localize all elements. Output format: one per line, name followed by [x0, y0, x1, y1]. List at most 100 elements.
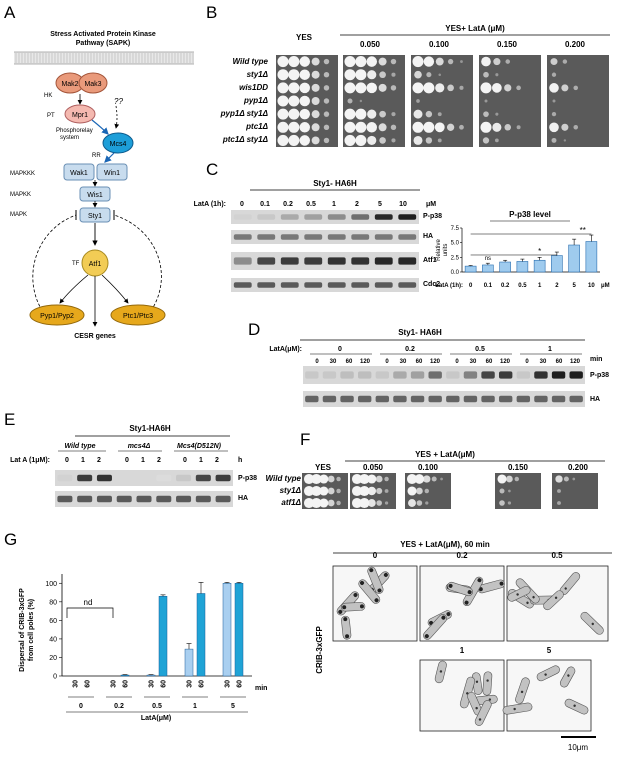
c-chart-xtick-label: 0.1 — [484, 283, 493, 289]
panel-b-spot-assay: YES YES+ LatA (μM) 0.050 0.100 0.150 0.2… — [220, 24, 610, 147]
e-title: Sty1-HA6H — [129, 424, 171, 433]
c-lane-0.2: 0.2 — [283, 201, 293, 208]
d-time: 0 — [455, 359, 459, 365]
d-time: 0 — [315, 359, 319, 365]
g-chart-time-label: 30 — [111, 680, 118, 688]
ptc1-ptc3-node — [110, 304, 166, 326]
c-chart-bar — [499, 261, 511, 273]
pyp-label: Pyp1/Pyp2 — [40, 313, 74, 320]
g-side-label: CRIB-3xGFP — [315, 626, 324, 674]
d-time: 60 — [346, 359, 353, 365]
e-lane: 1 — [199, 457, 203, 464]
g-img-title: YES + LatA(μM), 60 min — [400, 540, 490, 549]
micrograph-0 — [332, 565, 418, 642]
g-chart-ytick-label: 40 — [49, 636, 57, 643]
c-band-pp38: P-p38 — [423, 213, 442, 220]
c-blot-ha — [231, 230, 419, 244]
d-time: 120 — [500, 359, 511, 365]
c-chart-xtick-label: 0.2 — [501, 283, 510, 289]
panel-g-chart: Dispersal of CRIB-3xGFP from cell poles … — [19, 574, 267, 722]
e-blot-ha — [55, 491, 233, 507]
g-xlabel: LatA(μM) — [141, 715, 171, 722]
mapk-label: MAPK — [10, 212, 27, 218]
wak1-node — [63, 163, 95, 181]
mak3-node — [78, 72, 108, 94]
c-band-cdc2: Cdc2 — [423, 281, 440, 288]
c-lata-label: LatA (1h): — [194, 201, 226, 208]
b-conc-3: 0.150 — [497, 40, 518, 49]
c-title: Sty1- HA6H — [313, 179, 357, 188]
pyp1-pyp2-node — [29, 304, 85, 326]
micrograph-0.5 — [506, 565, 609, 642]
c-lane-5: 5 — [378, 201, 382, 208]
system-label: system — [60, 135, 79, 141]
hk-label: HK — [44, 93, 52, 99]
wak1-label: Wak1 — [70, 170, 88, 177]
cell — [474, 700, 492, 726]
c-lane-1: 1 — [332, 201, 336, 208]
b-plate-2 — [343, 55, 405, 147]
e-lane: 0 — [183, 457, 187, 464]
f-yes-header: YES — [315, 463, 332, 472]
c-chart-ytick-label: 0.0 — [451, 270, 460, 276]
g-chart-time-label: 60 — [161, 680, 168, 688]
pathway-diagram: Stress Activated Protein Kinase Pathway … — [10, 31, 194, 340]
d-band-ha: HA — [590, 396, 600, 403]
e-geno-1: Wild type — [64, 443, 95, 450]
g-chart-ytick-label: 60 — [49, 618, 57, 625]
c-chart-xtick-label: 0.5 — [518, 283, 527, 289]
d-time: 0 — [385, 359, 389, 365]
mak3-label: Mak3 — [84, 81, 101, 88]
d-time: 30 — [330, 359, 337, 365]
membrane — [14, 51, 194, 65]
b-strain-1: Wild type — [233, 57, 269, 66]
cell — [434, 660, 447, 684]
c-chart-unit: μM — [601, 283, 610, 289]
b-plate-1 — [276, 55, 338, 147]
c-chart-ylabel-2: units — [443, 244, 449, 257]
d-time: 120 — [360, 359, 371, 365]
f-lata-header: YES + LatA(μM) — [415, 450, 475, 459]
c-lane-10: 10 — [399, 201, 407, 208]
g-chart-group-label: 5 — [231, 703, 235, 710]
sty1-label: Sty1 — [88, 213, 102, 220]
b-yes-header: YES — [296, 33, 313, 42]
wis1-label: Wis1 — [87, 192, 103, 199]
d-time: 60 — [486, 359, 493, 365]
g-nd-label: nd — [84, 598, 93, 607]
f-plate-1 — [302, 473, 348, 509]
g-chart-ytick-label: 20 — [49, 655, 57, 662]
micrograph-label: 5 — [547, 646, 552, 655]
panel-e: Sty1-HA6H Wild type mcs4Δ Mcs4(D512N) La… — [10, 424, 257, 507]
mpr1-label: Mpr1 — [72, 112, 88, 119]
d-min: min — [590, 356, 602, 363]
e-geno-2: mcs4Δ — [128, 443, 151, 450]
g-chart-group-label: 0.5 — [152, 703, 162, 710]
panel-label-b: B — [206, 3, 217, 22]
g-chart-ytick-label: 0 — [53, 674, 57, 681]
ptc-label: Ptc1/Ptc3 — [123, 313, 153, 320]
c-chart-xlabel: LatA (1h): — [435, 283, 463, 289]
c-band-ha: HA — [423, 233, 433, 240]
cell — [507, 585, 531, 602]
d-time: 60 — [416, 359, 423, 365]
panel-label-c: C — [206, 160, 218, 179]
d-group-0.2: 0.2 — [405, 346, 415, 353]
g-chart-ytick-label: 100 — [45, 581, 57, 588]
e-lane: 2 — [97, 457, 101, 464]
mak2-label: Mak2 — [61, 81, 78, 88]
cell — [515, 677, 530, 704]
c-lane-0.1: 0.1 — [260, 201, 270, 208]
panel-label-a: A — [4, 3, 16, 22]
d-time: 30 — [540, 359, 547, 365]
c-chart-ytick-label: 5.0 — [451, 241, 460, 247]
e-lane: 2 — [215, 457, 219, 464]
e-lane: 2 — [157, 457, 161, 464]
c-chart-bar — [464, 265, 477, 273]
cell — [543, 590, 564, 611]
f-conc-2: 0.100 — [418, 463, 439, 472]
c-chart-xtick-label: 2 — [555, 283, 559, 289]
g-chart-time-label: 60 — [199, 680, 206, 688]
micrograph-5 — [502, 659, 592, 732]
